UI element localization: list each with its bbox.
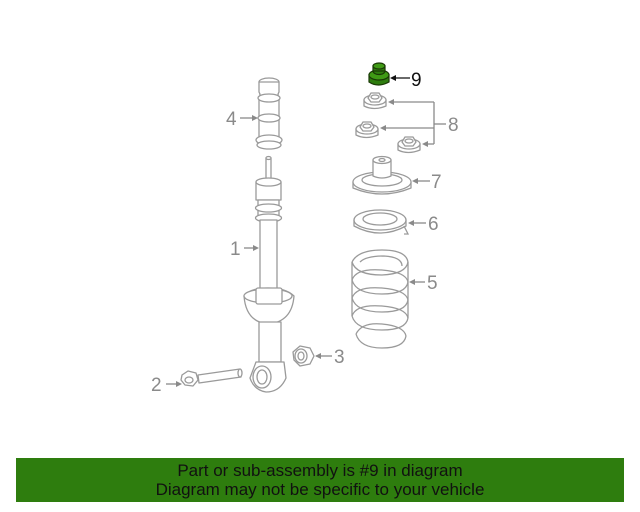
callout-label-6: 6 bbox=[428, 214, 439, 235]
callout-9: 9 bbox=[390, 70, 422, 91]
part-9-nut[interactable] bbox=[368, 62, 390, 86]
info-banner: Part or sub-assembly is #9 in diagram Di… bbox=[16, 458, 624, 502]
banner-line-disclaimer: Diagram may not be specific to your vehi… bbox=[155, 480, 485, 499]
callout-label-5: 5 bbox=[427, 273, 438, 294]
banner-line-part: Part or sub-assembly is #9 in diagram bbox=[177, 461, 463, 480]
part-8-nut-c bbox=[397, 136, 421, 154]
callout-3: 3 bbox=[315, 347, 345, 368]
callout-label-3: 3 bbox=[334, 347, 345, 368]
part-8-nut-b bbox=[355, 121, 379, 139]
part-8-nut-a bbox=[363, 92, 387, 110]
callout-label-1: 1 bbox=[230, 239, 241, 260]
part-2-bolt[interactable] bbox=[180, 368, 243, 387]
callout-label-4: 4 bbox=[226, 109, 237, 130]
callout-8: 8 bbox=[380, 99, 459, 147]
part-3-nut[interactable] bbox=[292, 345, 315, 367]
part-7-spring-seat[interactable] bbox=[352, 155, 412, 195]
callout-label-9: 9 bbox=[411, 70, 422, 91]
callout-7: 7 bbox=[412, 172, 442, 193]
callout-label-8: 8 bbox=[448, 115, 459, 136]
callout-6: 6 bbox=[408, 214, 439, 235]
callout-4: 4 bbox=[226, 109, 258, 130]
part-6-insulator[interactable] bbox=[353, 209, 410, 235]
part-8-nuts[interactable] bbox=[355, 92, 421, 154]
callout-1: 1 bbox=[230, 239, 259, 260]
part-4-bump-stop[interactable] bbox=[255, 77, 283, 150]
callout-5: 5 bbox=[409, 273, 438, 294]
part-5-coil-spring[interactable] bbox=[351, 249, 409, 349]
part-1-shock-absorber[interactable] bbox=[243, 155, 295, 393]
callout-2: 2 bbox=[151, 375, 182, 396]
callout-label-2: 2 bbox=[151, 375, 162, 396]
callout-label-7: 7 bbox=[431, 172, 442, 193]
